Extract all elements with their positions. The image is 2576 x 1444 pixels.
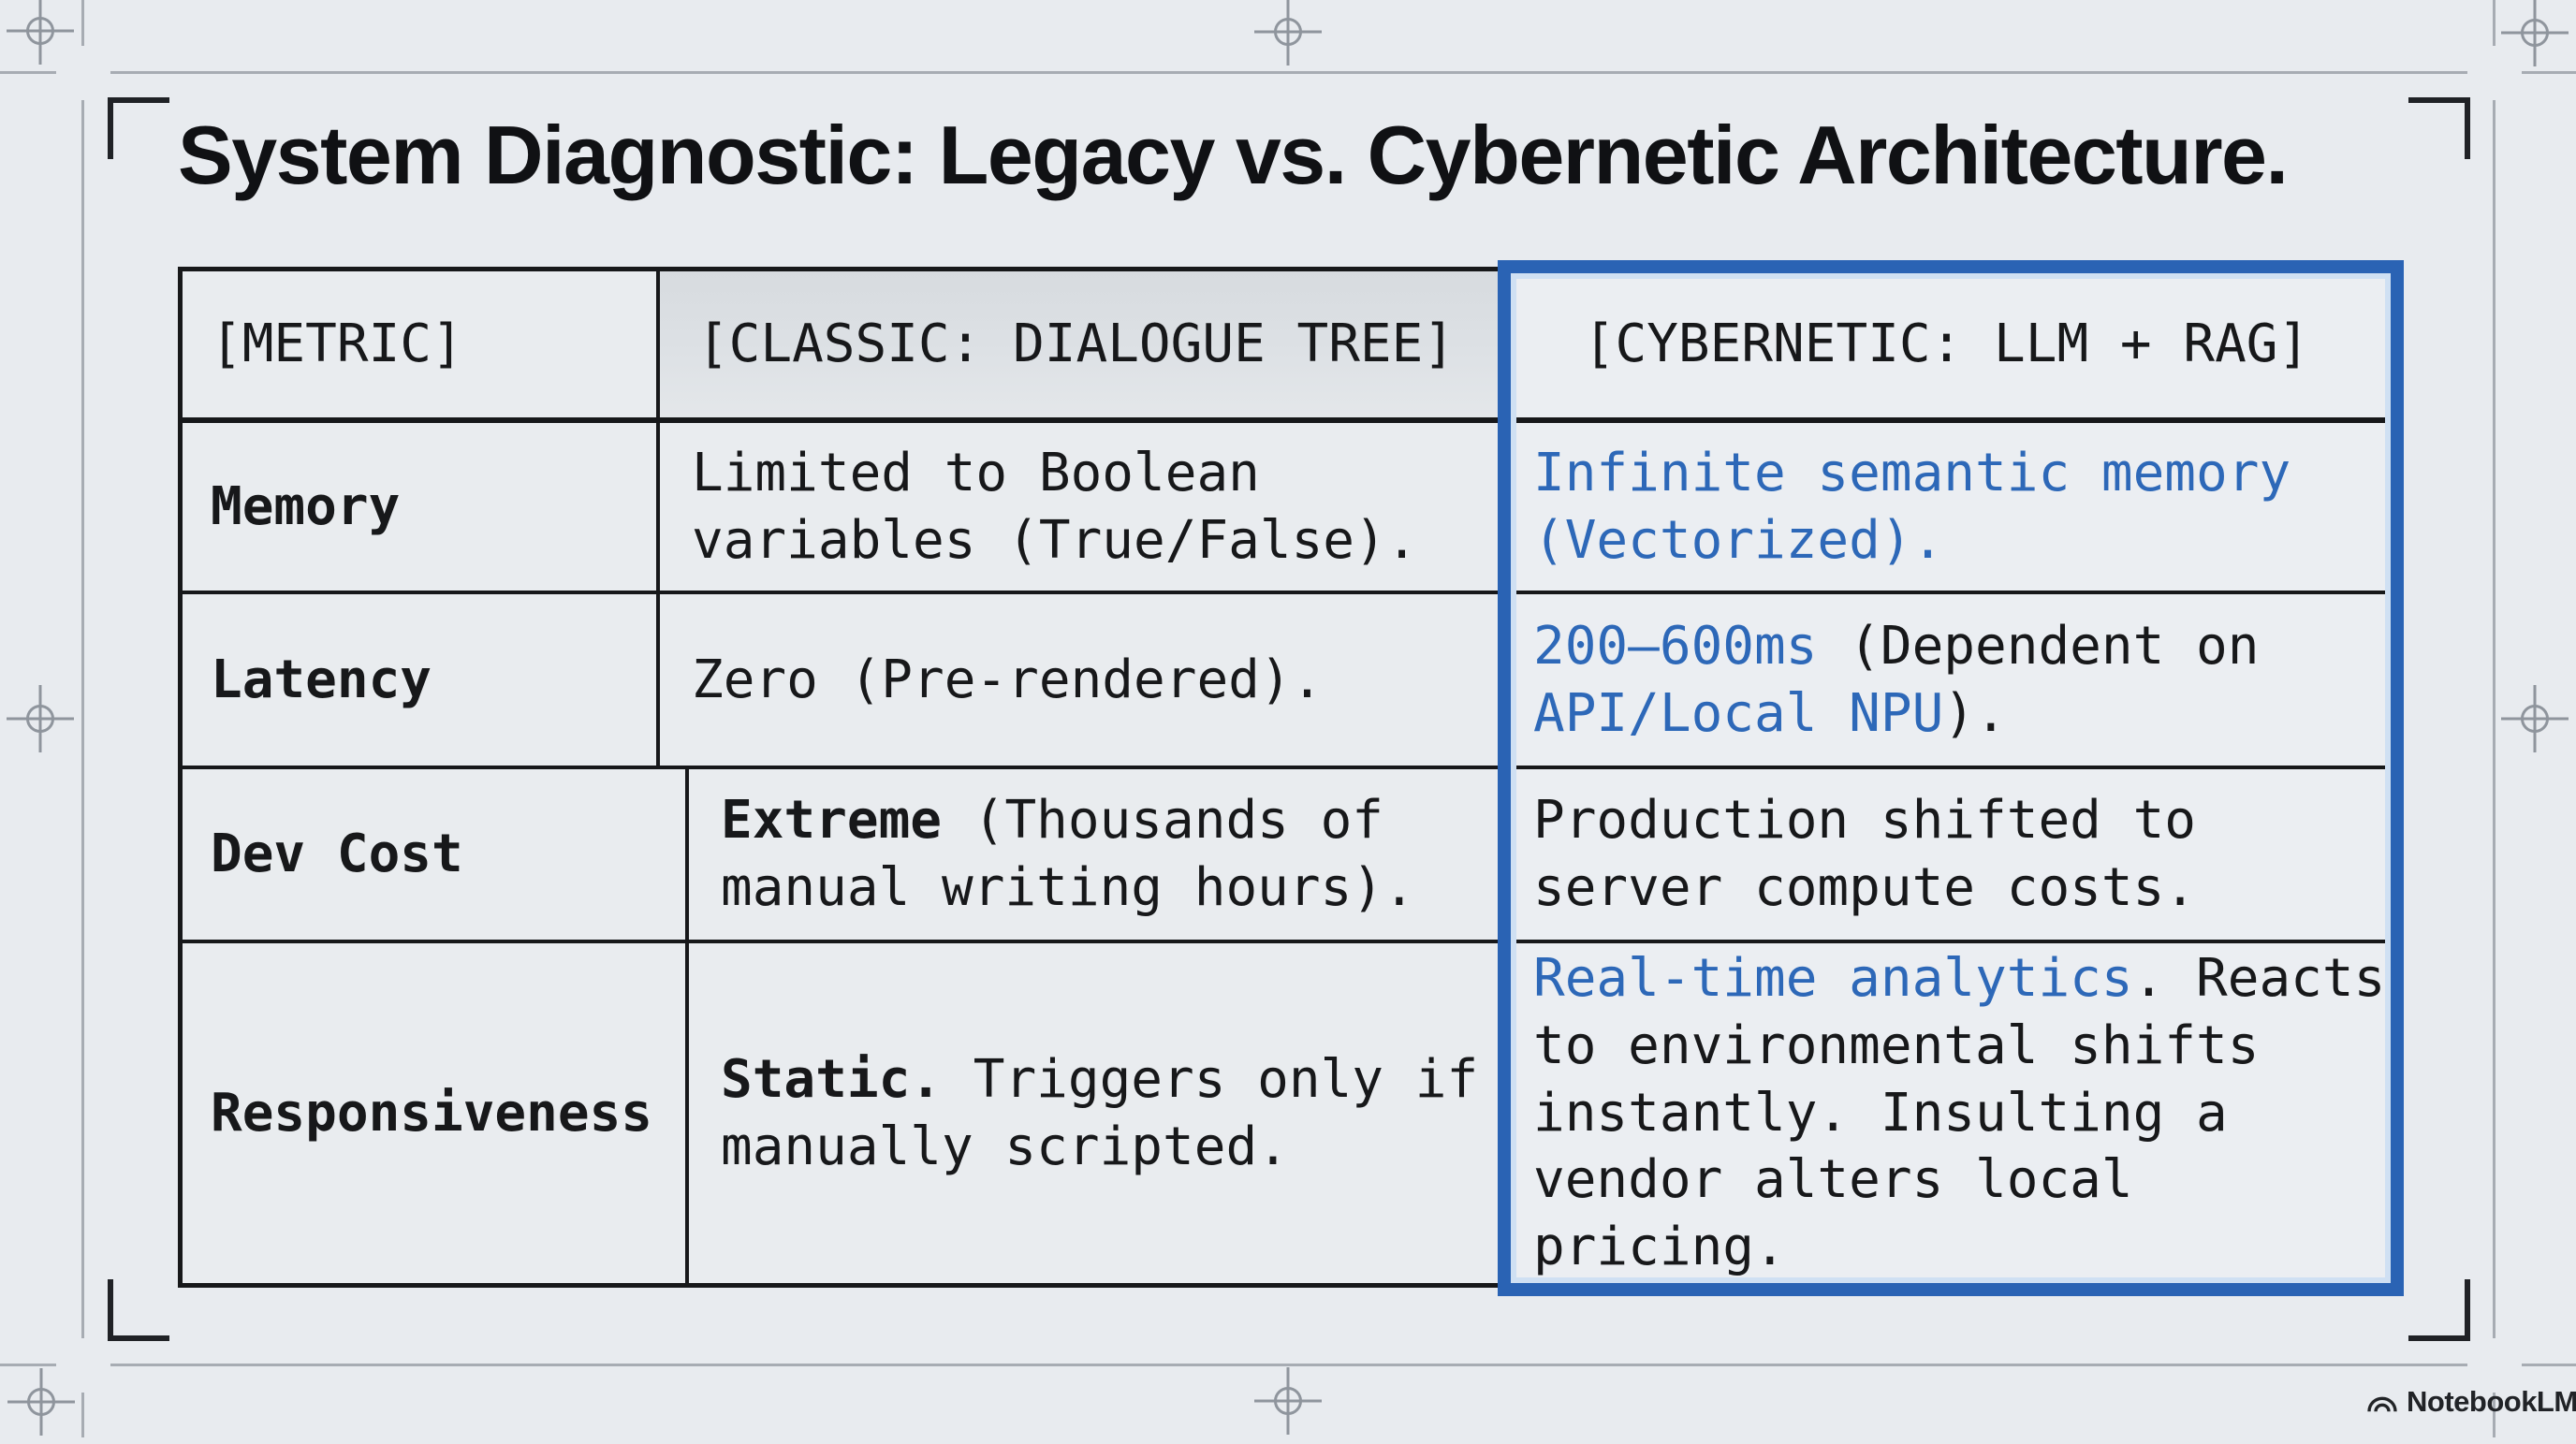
rule-gap: [2467, 1338, 2522, 1393]
table-row-dev-cost: Dev Cost Extreme (Thousands of manual wr…: [183, 769, 2399, 943]
cell-text: Extreme (Thousands of manual writing hou…: [721, 787, 1415, 921]
cell-text: Infinite semantic memory (Vectorized).: [1533, 440, 2291, 574]
metric-label: Latency: [183, 594, 660, 766]
text-segment: Production shifted to server compute cos…: [1533, 790, 2197, 918]
comparison-table: [METRIC] [CLASSIC: DIALOGUE TREE] [CYBER…: [178, 267, 2404, 1288]
header-metric: [METRIC]: [183, 271, 660, 417]
margin-rule-bottom: [0, 1364, 2576, 1366]
corner-bracket-icon: [2408, 1279, 2470, 1341]
table-row-memory: Memory Limited to Boolean variables (Tru…: [183, 423, 2399, 594]
metric-label: Dev Cost: [183, 769, 689, 940]
registration-crosshair-icon: [1251, 0, 1325, 69]
classic-value: Zero (Pre-rendered).: [660, 594, 1498, 766]
cell-text: Static. Triggers only if manually script…: [721, 1046, 1478, 1180]
classic-value: Extreme (Thousands of manual writing hou…: [689, 769, 1498, 940]
margin-rule-left: [81, 0, 84, 1437]
cell-text: 200–600ms (Dependent on API/Local NPU).: [1533, 613, 2259, 747]
margin-rule-top: [0, 71, 2576, 74]
registration-crosshair-icon: [1251, 1364, 1325, 1438]
watermark: NotebookLM: [2366, 1385, 2576, 1419]
text-segment: Static.: [721, 1048, 943, 1110]
text-segment: Infinite semantic memory (Vectorized).: [1533, 442, 2291, 571]
header-classic: [CLASSIC: DIALOGUE TREE]: [660, 271, 1498, 417]
table-row-latency: Latency Zero (Pre-rendered). 200–600ms (…: [183, 594, 2399, 769]
cell-text: Zero (Pre-rendered).: [692, 647, 1323, 714]
margin-rule-right: [2493, 0, 2496, 1437]
notebooklm-logo-icon: [2367, 1396, 2397, 1412]
rule-gap: [2467, 46, 2522, 100]
registration-crosshair-icon: [2497, 0, 2572, 70]
registration-crosshair-icon: [3, 681, 78, 756]
text-segment: Real-time analytics: [1533, 948, 2133, 1010]
table-row-responsiveness: Responsiveness Static. Triggers only if …: [183, 943, 2399, 1283]
text-segment: (Dependent on: [1849, 615, 2260, 677]
registration-crosshair-icon: [3, 0, 78, 68]
text-segment: Triggers only if manually scripted.: [721, 1048, 1479, 1177]
cybernetic-value: Infinite semantic memory (Vectorized).: [1498, 423, 2399, 591]
text-segment: ).: [1943, 682, 2007, 744]
header-cybernetic: [CYBERNETIC: LLM + RAG]: [1498, 271, 2399, 417]
text-segment: Limited to Boolean variables (True/False…: [692, 442, 1418, 571]
cell-text: Production shifted to server compute cos…: [1533, 787, 2196, 921]
cell-text: Limited to Boolean variables (True/False…: [692, 440, 1417, 574]
text-segment: (Thousands of manual writing hours).: [721, 790, 1415, 918]
cybernetic-value: 200–600ms (Dependent on API/Local NPU).: [1498, 594, 2399, 766]
cell-text: Real-time analytics. Reacts to environme…: [1533, 945, 2385, 1280]
classic-value: Limited to Boolean variables (True/False…: [660, 423, 1498, 591]
text-segment: 200–600ms: [1533, 615, 1818, 677]
metric-label: Responsiveness: [183, 943, 689, 1283]
watermark-label: NotebookLM: [2407, 1385, 2576, 1418]
corner-bracket-icon: [108, 1279, 169, 1341]
registration-crosshair-icon: [2497, 681, 2572, 756]
cybernetic-value: Real-time analytics. Reacts to environme…: [1498, 943, 2399, 1283]
classic-value: Static. Triggers only if manually script…: [689, 943, 1498, 1283]
text-segment: Zero (Pre-rendered).: [692, 649, 1324, 710]
text-segment: API/Local NPU: [1533, 682, 1944, 744]
corner-bracket-icon: [2408, 97, 2470, 159]
rule-gap: [56, 46, 110, 100]
cybernetic-value: Production shifted to server compute cos…: [1498, 769, 2399, 940]
rule-gap: [56, 1338, 110, 1393]
page-title: System Diagnostic: Legacy vs. Cybernetic…: [178, 109, 2289, 201]
registration-crosshair-icon: [4, 1364, 79, 1439]
text-segment: Extreme: [721, 790, 943, 852]
text-segment: . Reacts to environmental shifts instant…: [1533, 948, 2386, 1277]
table-header-row: [METRIC] [CLASSIC: DIALOGUE TREE] [CYBER…: [183, 271, 2399, 423]
corner-bracket-icon: [108, 97, 169, 159]
metric-label: Memory: [183, 423, 660, 591]
